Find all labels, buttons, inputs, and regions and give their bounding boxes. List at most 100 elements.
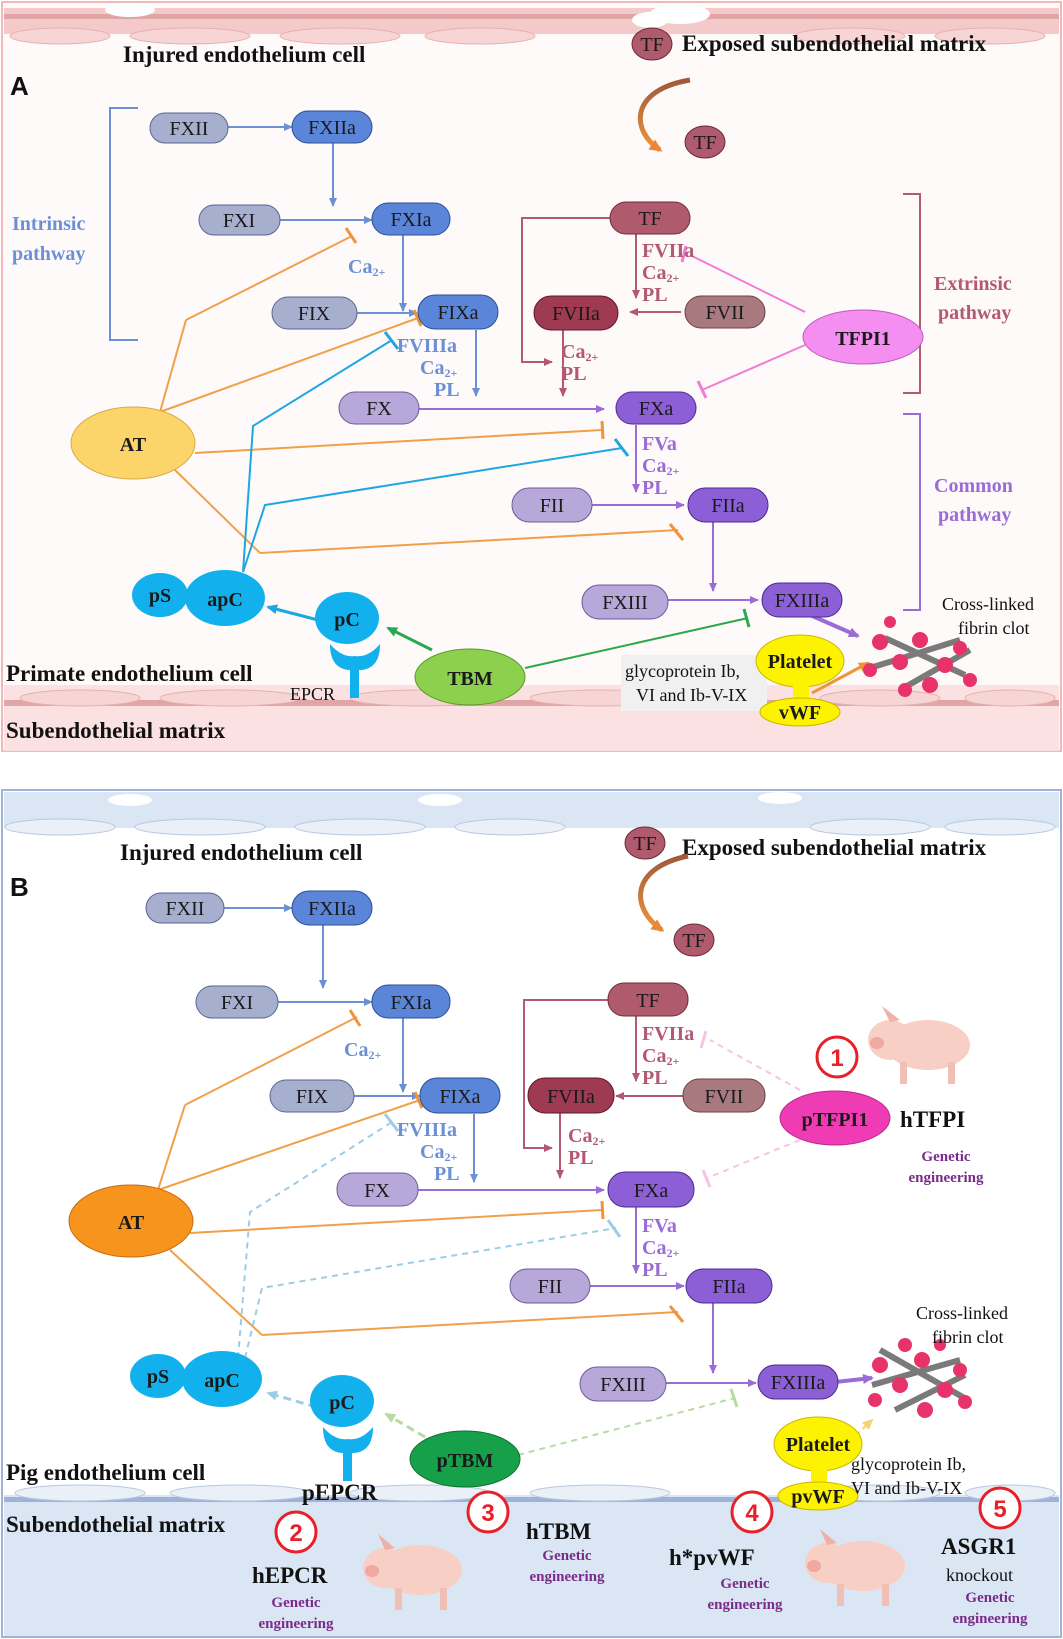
node-fxii: FXII [149,112,229,144]
svg-text:FXIa: FXIa [390,992,431,1014]
genetic-label: Genetic [921,1149,970,1165]
node-at: AT [70,406,196,480]
common-label-2: pathway [938,504,1011,526]
node-tf-b: TF [607,982,689,1017]
ca-sup: 2+ [585,350,598,364]
ca-label: Ca [344,1039,368,1061]
panel-b-letter: B [10,872,29,902]
node-fxia: FXIa [371,202,451,236]
genetic-label: Genetic [542,1548,591,1564]
node-fviia-b: FVIIa [527,1077,615,1114]
node-fii: FII [511,487,593,523]
node-ptfpi1: pTFPI1 [779,1090,891,1146]
svg-text:FXIIIa: FXIIIa [775,590,830,612]
node-fxiiia-b: FXIIIa [757,1364,839,1400]
step-5-badge: 5 [978,1486,1022,1530]
svg-text:FXIa: FXIa [390,209,431,231]
node-tbm: TBM [414,648,526,706]
svg-text:FXa: FXa [634,1180,669,1202]
panel-b: B Injured endothelium cell Exposed suben… [1,789,1062,1638]
engineering-label: engineering [259,1616,334,1632]
svg-text:apC: apC [204,1370,240,1392]
node-fxa-b: FXa [607,1171,695,1208]
fviiia-label-b: FVIIIa [397,1119,457,1141]
svg-text:pS: pS [147,1366,169,1388]
svg-text:TF: TF [633,833,656,855]
svg-text:TF: TF [682,930,705,952]
svg-text:TF: TF [636,990,659,1012]
glycoprotein-label-1: glycoprotein Ib, [625,661,740,681]
node-fxiia-b: FXIIa [291,890,373,926]
svg-text:Ca2+: Ca2+ [561,341,598,364]
svg-text:FIIa: FIIa [711,495,744,517]
svg-text:FIX: FIX [296,1086,329,1108]
node-fx-b: FX [336,1172,419,1207]
svg-text:FIXa: FIXa [437,302,478,324]
node-apc-b: apC [182,1351,262,1407]
ca-label: Ca [642,262,666,284]
ca-label: Ca [561,341,585,363]
svg-text:FVII: FVII [706,302,745,324]
fva-label: FVa [642,433,677,455]
node-fiia: FIIa [687,487,769,523]
node-fvii: FVII [684,295,766,329]
ca-sup: 2+ [666,1054,679,1068]
svg-text:pS: pS [149,585,171,607]
svg-text:FX: FX [366,398,392,420]
node-ps: pS [132,573,188,617]
svg-text:TFPI1: TFPI1 [835,328,891,350]
ca-label: Ca [348,256,372,278]
node-tf-top-b: TF [624,826,666,860]
hpvwf-label: h*pvWF [669,1545,755,1570]
clot-label-1: Cross-linked [942,594,1034,614]
svg-text:2: 2 [289,1520,302,1547]
node-fxi: FXI [198,204,281,236]
node-tfpi1: TFPI1 [802,309,924,365]
node-fii-b: FII [509,1268,591,1304]
engineering-label: engineering [953,1611,1028,1627]
htbm-label: hTBM [526,1519,591,1544]
svg-text:FXII: FXII [170,118,209,140]
svg-text:TF: TF [693,132,716,154]
engineering-label: engineering [708,1597,783,1613]
hepcr-label: hEPCR [252,1563,328,1588]
svg-text:FXIIIa: FXIIIa [771,1372,826,1394]
pl-label: PL [568,1147,594,1169]
svg-text:pC: pC [329,1392,355,1414]
pl-label: PL [434,379,460,401]
glycoprotein-label-2: VI and Ib-V-IX [636,685,747,705]
svg-text:pTBM: pTBM [437,1450,494,1472]
svg-text:Ca2+: Ca2+ [642,262,679,285]
extrinsic-label-1: Extrinsic [934,273,1012,295]
asgr1-label: ASGR1 [941,1534,1016,1559]
glycoprotein-box [621,655,767,711]
engineering-label: engineering [530,1569,605,1585]
fibrin-clot-icon [863,616,977,697]
ca-sup: 2+ [372,265,385,279]
svg-text:AT: AT [118,1212,145,1234]
pepcr-receptor [323,1427,373,1481]
glycoprotein-label-1-b: glycoprotein Ib, [851,1454,966,1474]
svg-text:FXIII: FXIII [600,1374,646,1396]
exposed-matrix-label-b: Exposed subendothelial matrix [682,835,987,860]
node-fx: FX [338,391,420,425]
svg-text:Platelet: Platelet [768,651,833,673]
ca-sup: 2+ [444,366,457,380]
exposed-matrix-label: Exposed subendothelial matrix [682,31,987,56]
svg-text:5: 5 [993,1496,1006,1523]
engineering-label: engineering [909,1170,984,1186]
svg-text:pvWF: pvWF [791,1486,844,1508]
node-ptbm: pTBM [409,1430,521,1488]
ca-label: Ca [420,1141,444,1163]
node-fix-b: FIX [269,1079,355,1113]
node-tf-mid-b: TF [673,923,715,957]
fviia-cof-label: FVIIa [642,240,694,262]
node-fixa: FIXa [417,294,499,330]
svg-text:FXI: FXI [223,210,255,232]
svg-text:Ca2+: Ca2+ [642,1237,679,1260]
svg-text:Ca2+: Ca2+ [568,1125,605,1148]
svg-text:FIX: FIX [298,303,331,325]
node-fixa-b: FIXa [419,1077,501,1114]
node-tf: TF [609,201,691,235]
